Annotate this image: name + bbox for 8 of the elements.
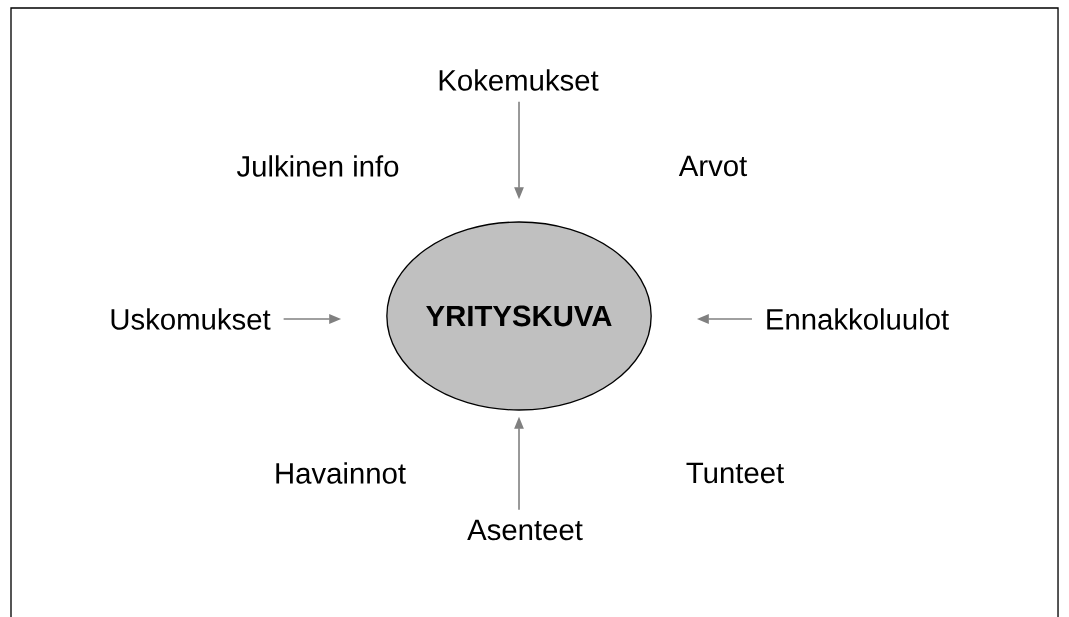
label: Tunteet	[686, 462, 784, 484]
node-text: Kokemukset	[439, 69, 599, 91]
label: Havainnot	[276, 462, 406, 484]
label: Arvot	[678, 155, 748, 177]
node-text: Asenteet	[467, 519, 583, 541]
node-text: Uskomukset	[111, 308, 271, 330]
node-text: Ennakkoluulot	[767, 308, 949, 330]
label: Julkinen info	[236, 155, 399, 177]
